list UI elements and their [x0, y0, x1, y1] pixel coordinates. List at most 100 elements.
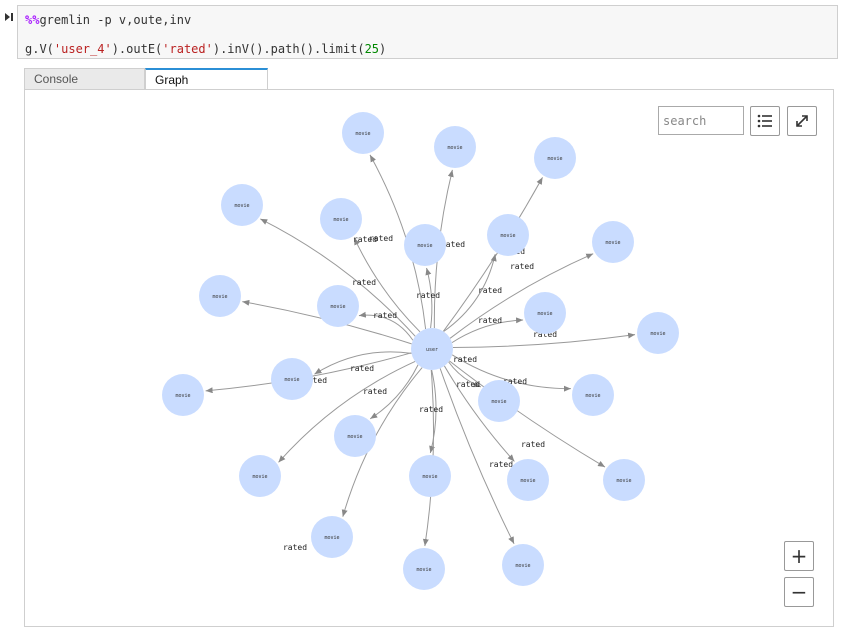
graph-panel: rated rated rated rated rated rated rated rated… [24, 89, 834, 627]
node-circle [434, 126, 476, 168]
movie-node[interactable]: movie [478, 380, 520, 422]
node-label: movie [500, 233, 515, 239]
expand-button[interactable] [787, 106, 817, 136]
edge [452, 332, 636, 349]
code-token: ).inV().path().limit( [212, 42, 365, 56]
movie-node[interactable]: movie [572, 374, 614, 416]
node-circle [221, 184, 263, 226]
node-label: movie [447, 145, 462, 151]
zoom-out-button[interactable]: − [784, 577, 814, 607]
expand-icon [796, 115, 808, 127]
code-number: 25 [364, 42, 380, 56]
node-circle [311, 516, 353, 558]
movie-node[interactable]: movie [434, 126, 476, 168]
node-label: movie [284, 377, 299, 383]
movie-node[interactable]: movie [317, 285, 359, 327]
plus-icon: + [790, 544, 808, 568]
edge-label: rated [353, 235, 377, 244]
node-label: movie [324, 535, 339, 541]
edge [448, 361, 482, 388]
movie-node[interactable]: movie [162, 374, 204, 416]
movie-node[interactable]: movie [239, 455, 281, 497]
node-label: movie [491, 399, 506, 405]
edge [353, 237, 421, 333]
node-label: movie [234, 203, 249, 209]
node-label: movie [175, 393, 190, 399]
movie-node[interactable]: movie [404, 224, 446, 266]
movie-node[interactable]: movie [534, 137, 576, 179]
node-label: movie [333, 217, 348, 223]
node-circle [603, 459, 645, 501]
minus-icon: − [790, 580, 808, 604]
movie-node[interactable]: movie [409, 455, 451, 497]
node-circle [534, 137, 576, 179]
list-icon [757, 114, 772, 128]
movie-node[interactable]: movie [603, 459, 645, 501]
node-circle [199, 275, 241, 317]
edge-label: rated [352, 278, 376, 287]
edge-label: rated [441, 240, 465, 249]
movie-node[interactable]: movie [334, 415, 376, 457]
edge [429, 369, 437, 454]
magic-prefix: %% [25, 13, 40, 27]
node-circle [572, 374, 614, 416]
movie-node[interactable]: movie [221, 184, 263, 226]
movie-node[interactable]: movie [271, 358, 313, 400]
node-label: movie [212, 294, 227, 300]
node-circle [524, 292, 566, 334]
edge-label: rated [521, 440, 545, 449]
magic-command: gremlin -p v,oute,inv [39, 13, 192, 27]
movie-node[interactable]: movie [199, 275, 241, 317]
movie-node[interactable]: movie [487, 214, 529, 256]
edge [369, 364, 419, 420]
node-label: movie [417, 243, 432, 249]
code-token: g.V( [25, 42, 54, 56]
edge [439, 368, 515, 545]
tab-console[interactable]: Console [24, 68, 145, 90]
node-label: movie [330, 304, 345, 310]
tab-graph[interactable]: Graph [145, 68, 268, 90]
edge [451, 354, 571, 392]
run-cell-icon[interactable] [4, 12, 14, 22]
edge [260, 218, 416, 337]
movie-node[interactable]: movie [592, 221, 634, 263]
node-circle [592, 221, 634, 263]
movie-node[interactable]: movie [311, 516, 353, 558]
movie-node[interactable]: movie [502, 544, 544, 586]
edge [449, 253, 594, 339]
edge [278, 361, 416, 463]
node-circle [404, 224, 446, 266]
node-circle [403, 548, 445, 590]
node-label: movie [422, 474, 437, 480]
edge-label: rated [453, 355, 477, 364]
zoom-in-button[interactable]: + [784, 541, 814, 571]
code-token: ) [379, 42, 387, 56]
edge-label: rated [419, 405, 443, 414]
movie-node[interactable]: movie [403, 548, 445, 590]
movie-node[interactable]: movie [342, 112, 384, 154]
node-circle [507, 459, 549, 501]
movie-node[interactable]: movie [524, 292, 566, 334]
list-button[interactable] [750, 106, 780, 136]
code-line-magic: %%gremlin -p v,oute,inv [25, 13, 191, 27]
movie-node[interactable]: movie [507, 459, 549, 501]
node-circle [478, 380, 520, 422]
node-circle [409, 455, 451, 497]
node-label: movie [605, 240, 620, 246]
graph-canvas[interactable]: rated rated rated rated rated rated rated rated… [25, 90, 833, 626]
node-label: movie [416, 567, 431, 573]
search-input[interactable] [658, 106, 744, 135]
node-label: movie [616, 478, 631, 484]
edge-label: rated [533, 330, 557, 339]
edge-label: rated [416, 291, 440, 300]
node-circle [411, 328, 453, 370]
user-node[interactable]: user [411, 328, 453, 370]
node-layer: moviemoviemoviemoviemoviemoviemoviemovie… [162, 112, 679, 590]
code-string: 'user_4' [53, 42, 112, 56]
movie-node[interactable]: movie [320, 198, 362, 240]
code-cell[interactable]: %%gremlin -p v,oute,inv g.V('user_4').ou… [17, 5, 838, 59]
node-label: movie [650, 331, 665, 337]
movie-node[interactable]: movie [637, 312, 679, 354]
node-label: user [426, 347, 438, 353]
edge [443, 365, 515, 462]
